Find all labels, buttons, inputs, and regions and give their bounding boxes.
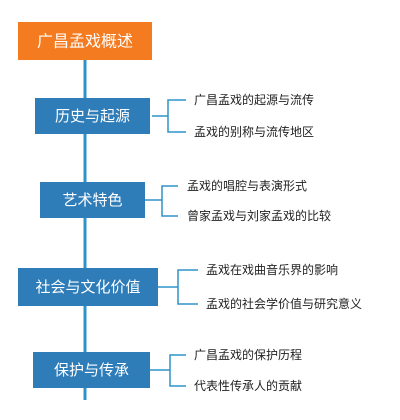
leaf-music-influence: 孟戏在戏曲音乐界的影响: [206, 262, 338, 277]
leaf-singing: 孟戏的唱腔与表演形式: [187, 178, 307, 193]
root-node: 广昌孟戏概述: [18, 22, 152, 60]
section-culture: 社会与文化价值 孟戏在戏曲音乐界的影响 孟戏的社会学价值与研究意义: [18, 262, 362, 311]
leaf-sociology: 孟戏的社会学价值与研究意义: [206, 296, 362, 311]
section-history-label: 历史与起源: [55, 107, 130, 125]
section-protection: 保护与传承 广昌孟戏的保护历程 代表性传承人的贡献: [33, 347, 302, 393]
root-label: 广昌孟戏概述: [37, 32, 133, 51]
section-protection-brace: [150, 354, 186, 387]
section-art-brace: [145, 185, 178, 217]
section-culture-brace: [158, 269, 198, 305]
leaf-origin: 广昌孟戏的起源与流传: [194, 92, 314, 107]
section-history-brace: [152, 99, 186, 133]
leaf-inheritors: 代表性传承人的贡献: [194, 378, 302, 393]
leaf-comparison: 曾家孟戏与刘家孟戏的比较: [187, 208, 331, 223]
section-culture-label: 社会与文化价值: [35, 278, 140, 296]
leaf-aliases: 孟戏的别称与流传地区: [194, 124, 314, 139]
section-protection-label: 保护与传承: [54, 361, 129, 379]
section-art-label: 艺术特色: [62, 191, 122, 209]
leaf-protection-history: 广昌孟戏的保护历程: [194, 347, 302, 362]
section-art: 艺术特色 孟戏的唱腔与表演形式 曾家孟戏与刘家孟戏的比较: [40, 178, 331, 223]
section-history: 历史与起源 广昌孟戏的起源与流传 孟戏的别称与流传地区: [35, 92, 314, 139]
